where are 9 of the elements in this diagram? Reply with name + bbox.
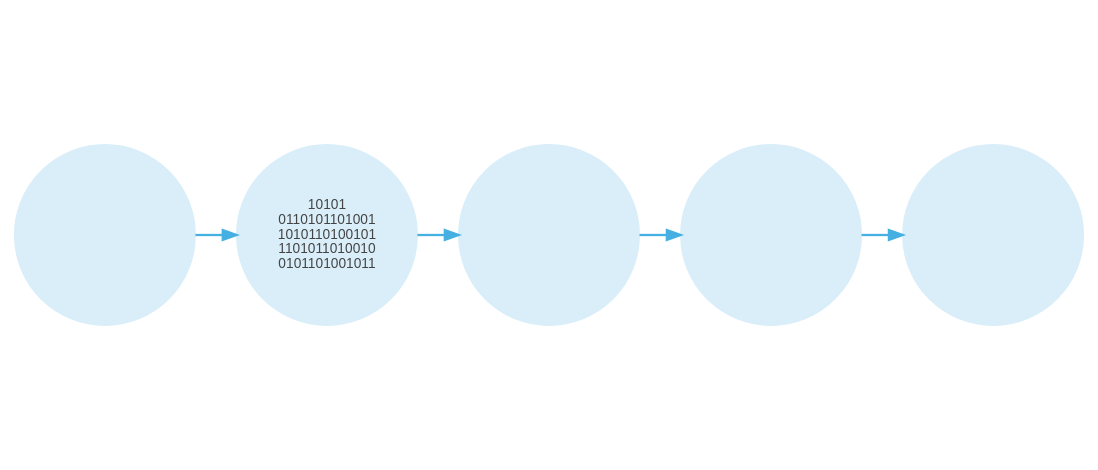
arrow — [195, 228, 240, 242]
node-circle: 10101 0110101101001 1010110100101 1101011010010 0101101001011 — [235, 144, 418, 326]
node-circle — [680, 144, 863, 326]
arrow — [417, 228, 463, 242]
node-circle — [902, 144, 1085, 326]
node-circle — [13, 144, 196, 326]
node-circle — [458, 144, 640, 326]
arrow — [861, 228, 907, 242]
arrow — [639, 228, 685, 242]
